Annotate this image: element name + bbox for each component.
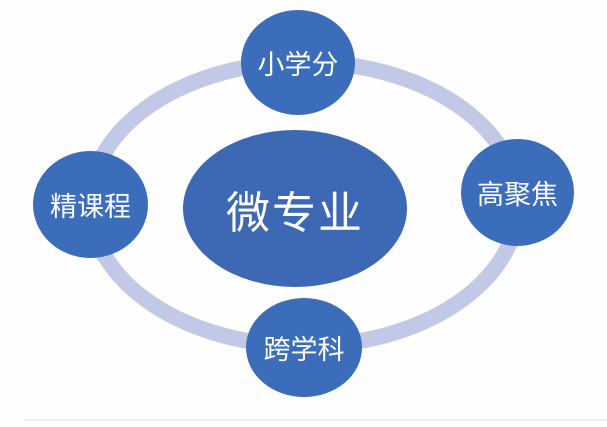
node-right: 高聚焦 xyxy=(461,139,574,246)
node-left-label: 精课程 xyxy=(50,192,131,223)
node-bottom-label: 跨学科 xyxy=(263,335,345,366)
node-top-label: 小学分 xyxy=(257,50,339,81)
bottom-divider-line xyxy=(25,419,607,421)
node-left: 精课程 xyxy=(33,151,148,258)
center-node-label: 微专业 xyxy=(226,187,364,239)
node-bottom: 跨学科 xyxy=(246,298,362,397)
node-top: 小学分 xyxy=(241,10,355,115)
center-node: 微专业 xyxy=(183,130,407,287)
node-right-label: 高聚焦 xyxy=(477,180,558,211)
